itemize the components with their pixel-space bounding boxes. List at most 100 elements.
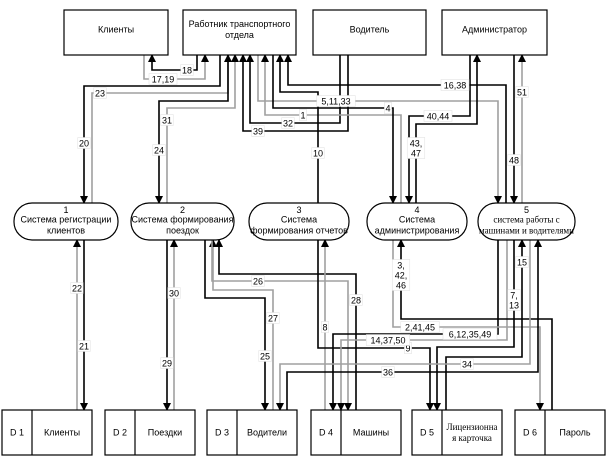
flow-label: 48 [507, 154, 521, 166]
flow-label-text: 51 [517, 88, 527, 98]
flow-label-text: 26 [253, 277, 263, 287]
flow-label-text: 29 [162, 359, 172, 369]
flow-label-text: 13 [509, 301, 519, 311]
process-label: Система формирования [132, 215, 234, 225]
flow-arrow-27 [209, 239, 274, 410]
process-label: Система регистрации [21, 215, 112, 225]
data-store-label: Поездки [148, 428, 182, 438]
flow-arrow-25 [204, 240, 269, 411]
flow-label: 36 [381, 366, 395, 378]
flow-label-text: 16,38 [444, 81, 467, 91]
flow-label: 26 [251, 275, 265, 287]
flow-label: 43,47 [406, 137, 426, 159]
data-store-label: Пароль [559, 428, 591, 438]
flow-label-text: 43, [410, 139, 423, 149]
flow-arrow-18 [148, 54, 198, 71]
flow-label-text: 2,41,45 [405, 323, 435, 333]
flow-label-text: 10 [313, 149, 323, 159]
flow-label: 3,42,46 [391, 259, 411, 291]
external-entity[interactable]: Администратор [441, 9, 548, 56]
data-store[interactable]: D 6 Пароль [514, 409, 606, 456]
data-store-label: я карточка [452, 433, 492, 443]
process-label: администрирования [375, 226, 460, 236]
flow-label: 5,11,33 [316, 95, 356, 107]
external-entity-label: Водитель [350, 25, 390, 35]
flow-label: 40,44 [423, 110, 453, 122]
flow-label: 4 [384, 102, 392, 114]
flow-label: 29 [160, 357, 174, 369]
data-store[interactable]: D 3 Водители [206, 409, 298, 456]
flow-label: 10 [311, 147, 325, 159]
flow-label-text: 39 [253, 127, 263, 137]
flow-arrow-15 [445, 239, 526, 410]
flow-label: 20 [77, 137, 91, 149]
flow-label-text: 24 [154, 146, 164, 156]
flow-label-text: 21 [79, 342, 89, 352]
flow-label: 18 [180, 64, 194, 76]
flow-label: 22 [70, 282, 84, 294]
flow-label-text: 9 [405, 344, 410, 354]
flow-label: 51 [515, 86, 529, 98]
flow-arrow-16-38 [284, 54, 507, 203]
flows-layer [73, 54, 553, 411]
flow-arrow-39 [239, 54, 349, 132]
flow-label-text: 36 [383, 368, 393, 378]
process-label: машинами и водителями [479, 226, 574, 236]
data-store-id: D 4 [319, 428, 333, 438]
flow-label-text: 20 [79, 139, 89, 149]
process-label: система работы с [493, 215, 559, 225]
flow-arrow-36 [286, 239, 542, 410]
flow-label: 21 [77, 340, 91, 352]
external-entity-label: отдела [225, 30, 254, 40]
external-entity[interactable]: Клиенты [63, 9, 169, 56]
data-store-label: Водители [247, 428, 287, 438]
flow-label-text: 42, [395, 271, 408, 281]
process-label: Система [399, 215, 435, 225]
flow-label-text: 23 [95, 89, 105, 99]
process-label: поездок [166, 226, 199, 236]
flow-label: 8 [321, 321, 329, 333]
data-store-label: Клиенты [44, 428, 80, 438]
flow-labels-layer: 18 17,19 20 23 24 31 39 3 21 16,38 5,11,33 4 10 40,44… [70, 64, 529, 378]
flow-label-text: 17,19 [152, 75, 175, 85]
data-store-label: Лицензионна [446, 422, 497, 432]
data-store-id: D 5 [420, 428, 434, 438]
flow-arrow-32 [246, 54, 341, 124]
flow-label-text: 34 [462, 360, 472, 370]
flow-label-text: 14,37,50 [370, 336, 405, 346]
flow-arrow-14-37-50 [337, 240, 508, 411]
process-number: 3 [296, 205, 301, 215]
flow-label: 6,12,35,49 [442, 328, 498, 340]
flow-label-text: 27 [268, 314, 278, 324]
flow-arrow-9 [317, 240, 434, 411]
process-label: Система [281, 215, 317, 225]
flow-label-text: 25 [260, 352, 270, 362]
process-number: 5 [524, 205, 529, 215]
flow-label-text: 3, [397, 261, 405, 271]
flow-label-text: 31 [162, 116, 172, 126]
external-entity[interactable]: Водитель [312, 9, 427, 56]
flow-label: 24 [152, 144, 166, 156]
flow-label-text: 15 [517, 258, 527, 268]
flow-label: 27 [266, 312, 280, 324]
data-store-id: D 6 [523, 428, 537, 438]
flow-arrow-26 [215, 239, 357, 410]
data-store-id: D 3 [215, 428, 229, 438]
process-label: клиентов [47, 226, 85, 236]
flow-label: 31 [160, 114, 174, 126]
flow-label-text: 28 [351, 296, 361, 306]
external-entity-label: Работник транспортного [189, 19, 291, 29]
flow-arrow-5-11-33 [257, 55, 502, 204]
